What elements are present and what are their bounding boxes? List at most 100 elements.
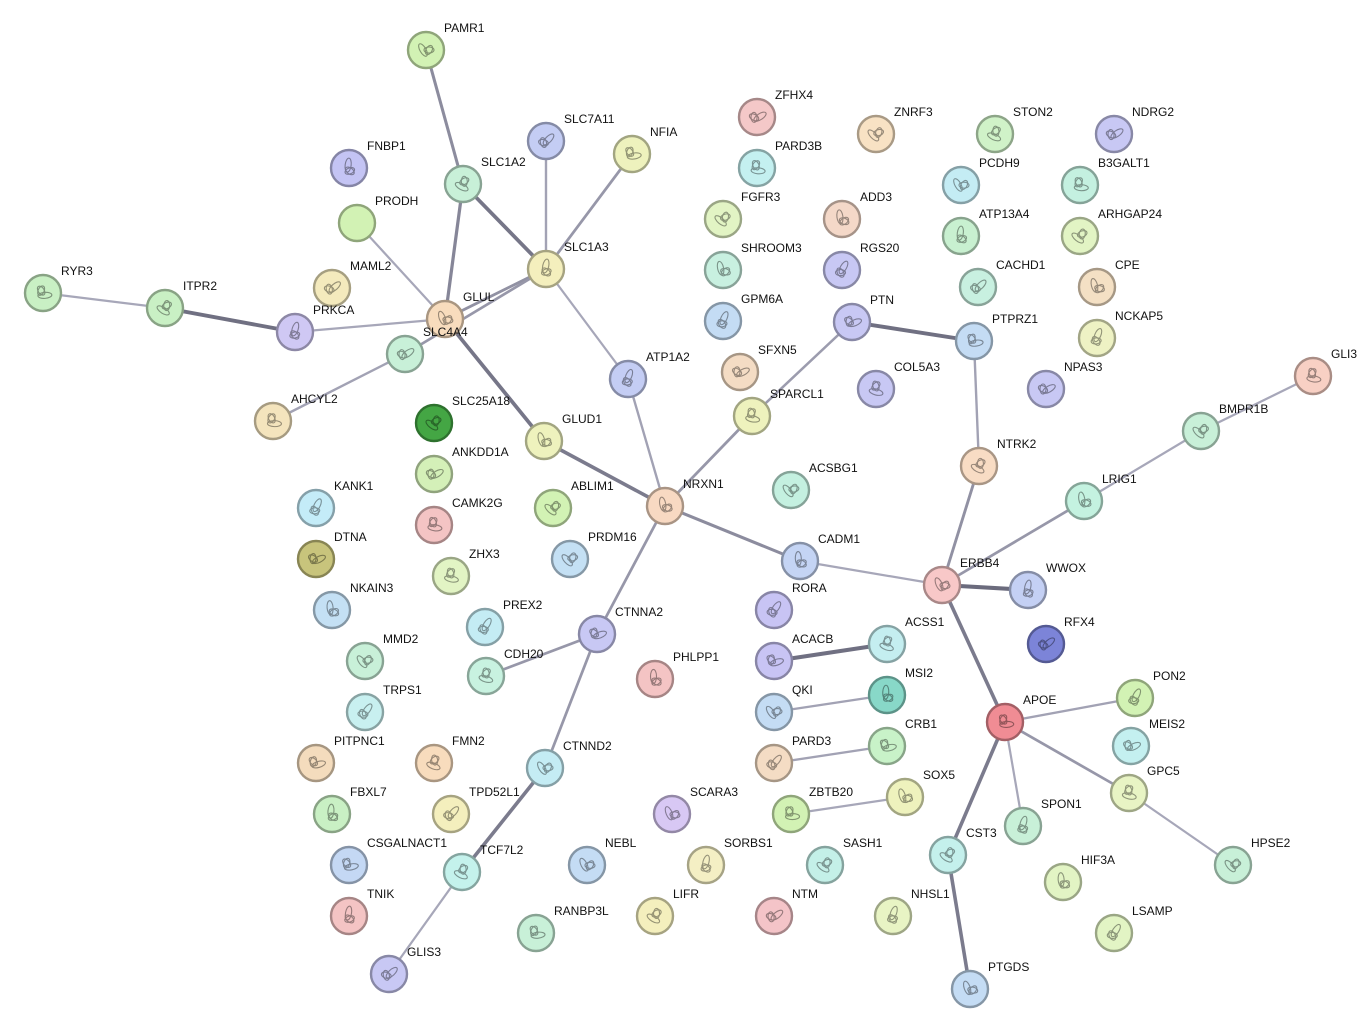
node-zfhx4[interactable]: ZFHX4: [737, 88, 813, 137]
edge-prkca-glul[interactable]: [293, 317, 447, 334]
node-ankdd1a[interactable]: ANKDD1A: [414, 445, 509, 494]
edge-lrig1-bmpr1b[interactable]: [1082, 429, 1203, 503]
node-qki[interactable]: QKI: [754, 683, 813, 732]
node-tcf7l2[interactable]: TCF7L2: [442, 843, 524, 892]
node-zbtb20[interactable]: ZBTB20: [771, 785, 853, 834]
node-spon1[interactable]: SPON1: [1003, 797, 1082, 846]
node-fmn2[interactable]: FMN2: [414, 734, 485, 783]
edge-nrxn1-sparcl1[interactable]: [663, 414, 754, 508]
edge-nfia-slc1a3[interactable]: [544, 152, 634, 271]
node-rgs20[interactable]: RGS20: [822, 241, 900, 290]
edge-ptprz1-ntrk2[interactable]: [972, 339, 981, 468]
edge-apoe-gpc5[interactable]: [1003, 720, 1131, 795]
edge-nrxn1-ctnna2[interactable]: [595, 504, 667, 636]
edge-erbb4-lrig1[interactable]: [940, 499, 1086, 587]
node-trps1[interactable]: TRPS1: [345, 683, 422, 732]
edge-apoe-cst3[interactable]: [946, 720, 1007, 857]
node-ctnna2[interactable]: CTNNA2: [577, 605, 663, 654]
node-gpc5[interactable]: GPC5: [1109, 764, 1180, 813]
edge-pamr1-slc1a2[interactable]: [424, 48, 465, 186]
node-bmpr1b[interactable]: BMPR1B: [1181, 402, 1268, 451]
node-glis3[interactable]: GLIS3: [369, 945, 441, 994]
node-gpm6a[interactable]: GPM6A: [703, 292, 783, 341]
node-col5a3[interactable]: COL5A3: [856, 360, 940, 409]
edge-bmpr1b-gli3[interactable]: [1199, 374, 1315, 433]
node-lrig1[interactable]: LRIG1: [1064, 472, 1137, 521]
node-glud1[interactable]: GLUD1: [524, 412, 602, 461]
node-ptgds[interactable]: PTGDS: [950, 960, 1029, 1009]
node-fbxl7[interactable]: FBXL7: [312, 785, 387, 834]
node-sfxn5[interactable]: SFXN5: [720, 343, 797, 392]
node-ston2[interactable]: STON2: [975, 105, 1053, 154]
edge-cadm1-erbb4[interactable]: [798, 559, 944, 587]
node-pitpnc1[interactable]: PITPNC1: [296, 734, 385, 783]
edge-itpr2-prkca[interactable]: [163, 306, 297, 334]
edge-slc1a2-glul[interactable]: [443, 182, 465, 321]
node-nebl[interactable]: NEBL: [567, 836, 637, 885]
edge-cdh20-ctnna2[interactable]: [484, 632, 599, 678]
edge-slc1a2-slc1a3[interactable]: [461, 182, 548, 271]
edge-ntrk2-erbb4[interactable]: [940, 464, 981, 587]
node-cst3[interactable]: CST3: [928, 826, 997, 875]
edge-ctnna2-ctnnd2[interactable]: [543, 632, 599, 770]
edge-zbtb20-sox5[interactable]: [789, 795, 907, 816]
node-gli3[interactable]: GLI3: [1293, 347, 1357, 396]
node-slc4a4[interactable]: SLC4A4: [385, 325, 468, 374]
node-cadm1[interactable]: CADM1: [780, 532, 860, 581]
node-prkca[interactable]: PRKCA: [275, 303, 354, 352]
node-acacb[interactable]: ACACB: [754, 632, 833, 681]
node-pamr1[interactable]: PAMR1: [406, 21, 485, 70]
edge-prodh-glul[interactable]: [355, 221, 447, 321]
node-slc25a18[interactable]: SLC25A18: [414, 394, 510, 443]
node-camk2g[interactable]: CAMK2G: [414, 496, 503, 545]
edge-slc1a3-slc4a4[interactable]: [403, 267, 548, 356]
node-pard3[interactable]: PARD3: [754, 734, 831, 783]
node-rora[interactable]: RORA: [754, 581, 827, 630]
edge-ryr3-itpr2[interactable]: [41, 291, 167, 310]
node-prex2[interactable]: PREX2: [465, 598, 543, 647]
node-csgalnact1[interactable]: CSGALNACT1: [329, 836, 447, 885]
node-tpd52l1[interactable]: TPD52L1: [431, 785, 520, 834]
edge-erbb4-apoe[interactable]: [940, 583, 1007, 724]
node-prodh[interactable]: PRODH: [337, 194, 418, 243]
node-add3[interactable]: ADD3: [822, 190, 892, 239]
node-sox5[interactable]: SOX5: [885, 768, 955, 817]
node-sash1[interactable]: SASH1: [805, 836, 883, 885]
node-scara3[interactable]: SCARA3: [652, 785, 738, 834]
node-slc1a3[interactable]: SLC1A3: [526, 240, 609, 289]
node-nkain3[interactable]: NKAIN3: [312, 581, 394, 630]
node-ntm[interactable]: NTM: [754, 887, 818, 936]
node-fgfr3[interactable]: FGFR3: [703, 190, 781, 239]
edge-tcf7l2-glis3[interactable]: [387, 870, 464, 976]
node-ptn[interactable]: PTN: [832, 293, 894, 342]
node-npas3[interactable]: NPAS3: [1026, 360, 1103, 409]
node-arhgap24[interactable]: ARHGAP24: [1060, 207, 1162, 256]
node-b3galt1[interactable]: B3GALT1: [1060, 156, 1150, 205]
node-glul[interactable]: GLUL: [425, 290, 495, 339]
node-msi2[interactable]: MSI2: [867, 666, 933, 715]
node-cpe[interactable]: CPE: [1077, 258, 1140, 307]
node-pcdh9[interactable]: PCDH9: [941, 156, 1020, 205]
node-nhsl1[interactable]: NHSL1: [873, 887, 950, 936]
node-circle[interactable]: [337, 203, 377, 243]
edge-sparcl1-ptn[interactable]: [750, 320, 854, 418]
node-ptprz1[interactable]: PTPRZ1: [954, 312, 1038, 361]
node-ahcyl2[interactable]: AHCYL2: [253, 392, 338, 441]
node-itpr2[interactable]: ITPR2: [145, 279, 217, 328]
node-erbb4[interactable]: ERBB4: [922, 556, 1000, 605]
node-kank1[interactable]: KANK1: [296, 479, 374, 528]
node-hif3a[interactable]: HIF3A: [1043, 853, 1115, 902]
edge-glul-glud1[interactable]: [443, 317, 546, 443]
node-rfx4[interactable]: RFX4: [1026, 615, 1095, 664]
node-nckap5[interactable]: NCKAP5: [1077, 309, 1163, 358]
node-phlpp1[interactable]: PHLPP1: [635, 650, 719, 699]
node-fnbp1[interactable]: FNBP1: [329, 139, 406, 188]
edge-glud1-nrxn1[interactable]: [542, 439, 667, 508]
node-maml2[interactable]: MAML2: [312, 259, 392, 308]
node-crb1[interactable]: CRB1: [867, 717, 937, 766]
node-dtna[interactable]: DTNA: [296, 530, 367, 579]
node-atp13a4[interactable]: ATP13A4: [941, 207, 1030, 256]
node-nrxn1[interactable]: NRXN1: [645, 477, 724, 526]
edge-cst3-ptgds[interactable]: [946, 853, 972, 991]
node-ctnnd2[interactable]: CTNND2: [525, 739, 612, 788]
